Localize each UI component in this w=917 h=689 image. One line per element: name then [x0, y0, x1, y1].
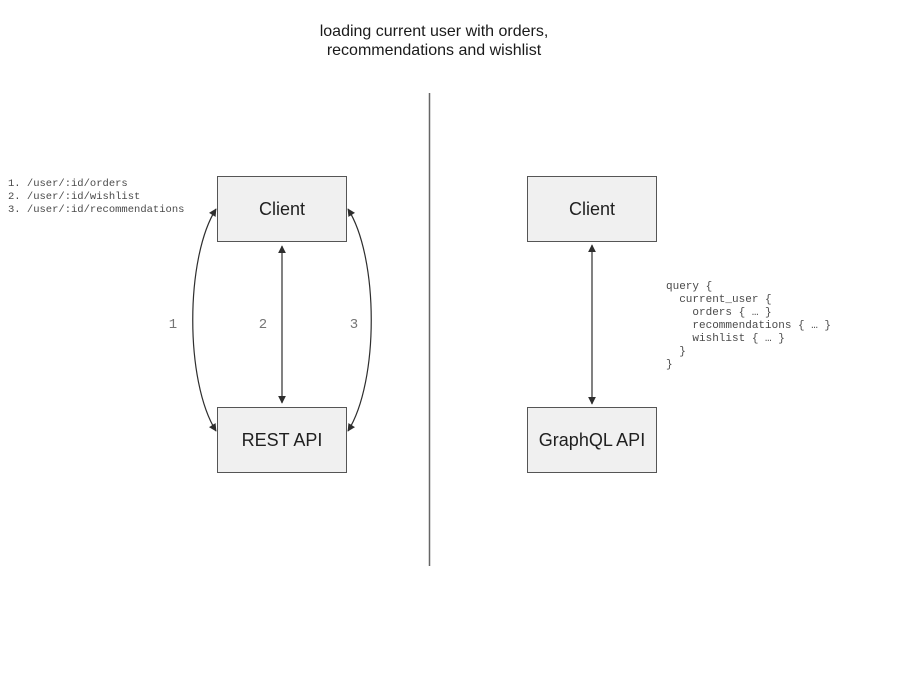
- client-box-left-label: Client: [258, 198, 306, 219]
- endpoint-wishlist: 2. /user/:id/wishlist: [8, 191, 141, 203]
- rest-arrow-3-curve: [347, 208, 372, 432]
- graphql-api-box: GraphQL API: [527, 407, 657, 473]
- graphql-query-code: query { current_user { orders { … } reco…: [666, 281, 831, 372]
- client-box-left: Client: [217, 176, 347, 242]
- graphql-api-box-label: GraphQL API: [538, 429, 646, 450]
- query-line-7: }: [666, 359, 673, 371]
- query-line-2: current_user {: [666, 294, 772, 306]
- query-line-6: }: [666, 346, 686, 358]
- arrow-label-1: 1: [168, 317, 178, 333]
- rest-api-box-label: REST API: [241, 429, 323, 450]
- query-line-3: orders { … }: [666, 307, 772, 319]
- endpoint-recommendations: 3. /user/:id/recommendations: [8, 204, 185, 216]
- arrow-label-3: 3: [349, 317, 359, 333]
- client-box-right-label: Client: [568, 198, 616, 219]
- client-box-right: Client: [527, 176, 657, 242]
- rest-endpoint-list: 1. /user/:id/orders 2. /user/:id/wishlis…: [8, 178, 184, 217]
- endpoint-orders: 1. /user/:id/orders: [8, 178, 128, 190]
- rest-api-box: REST API: [217, 407, 347, 473]
- arrow-label-2: 2: [258, 317, 268, 333]
- query-line-4: recommendations { … }: [666, 320, 832, 332]
- query-line-5: wishlist { … }: [666, 333, 785, 345]
- title-line-1: loading current user with orders,: [319, 23, 549, 40]
- query-line-1: query {: [666, 281, 713, 293]
- diagram-title: loading current user with orders, recomm…: [234, 22, 634, 60]
- rest-arrow-1-curve: [192, 208, 217, 432]
- title-line-2: recommendations and wishlist: [326, 42, 542, 59]
